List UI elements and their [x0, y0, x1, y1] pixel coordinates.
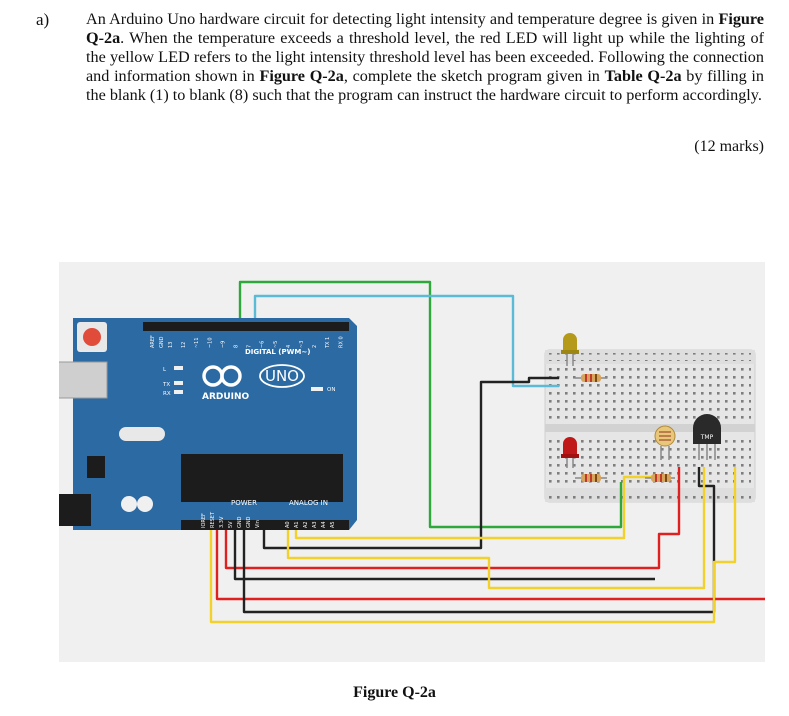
pin-label: A0: [285, 521, 291, 528]
arduino-logo: [202, 365, 242, 387]
power-label: POWER: [231, 499, 257, 507]
pin-label: 2: [312, 345, 318, 348]
l-label: L: [163, 367, 167, 373]
pin-label: Vin: [255, 520, 261, 528]
pin-label: GND: [237, 516, 243, 528]
question-label: a): [36, 10, 50, 29]
yellow-led: [561, 333, 579, 366]
arduino-board: UNO ARDUINO DIGITAL (PWM~) POWER ANALOG …: [59, 318, 357, 530]
circuit-figure: UNO ARDUINO DIGITAL (PWM~) POWER ANALOG …: [59, 262, 765, 662]
pin-label: ~9: [220, 341, 226, 348]
pin-label: 5V: [228, 521, 234, 528]
pin-label: A3: [312, 521, 318, 528]
pin-label: 13: [168, 342, 174, 348]
resistor: [575, 374, 607, 382]
gnd-label: GND: [159, 336, 165, 348]
digital-pin-labels: 13 12 ~11 ~10 ~9 8 7 ~6 ~5 4 ~3 2 TX 1 RX 0: [168, 336, 344, 349]
pin-label: IOREF: [201, 513, 207, 528]
question-text-part4: by filling in the blank (1) to blank (8)…: [86, 67, 764, 104]
resistor: [575, 474, 607, 482]
marks-allocation: (12 marks): [694, 138, 764, 155]
digital-label: DIGITAL (PWM~): [245, 348, 310, 356]
pin-label: 8: [234, 345, 240, 348]
pin-label: GND: [246, 516, 252, 528]
pin-label: ~5: [273, 341, 279, 348]
board-brand: ARDUINO: [202, 392, 250, 402]
wire-yellow-2: [294, 475, 659, 540]
pin-label: RX 0: [338, 336, 344, 348]
question-text: An Arduino Uno hardware circuit for dete…: [86, 10, 764, 105]
aref-label: AREF: [150, 335, 156, 348]
wire-yellow: [286, 467, 706, 590]
pin-label: 4: [286, 345, 292, 348]
pin-label: A2: [303, 521, 309, 528]
analog-label: ANALOG IN: [289, 499, 328, 507]
pin-label: TX 1: [325, 337, 331, 349]
pin-label: 7: [247, 345, 253, 348]
uno-badge: [259, 364, 305, 388]
pin-label: 12: [181, 342, 187, 348]
figure-reference: Figure Q-2a: [86, 10, 764, 47]
wire-red: [215, 530, 765, 601]
wire-black-2: [233, 530, 655, 581]
pin-label: RESET: [210, 511, 216, 528]
on-label: ON: [327, 387, 335, 393]
sensor-label: TMP: [700, 434, 714, 441]
pin-label: ~6: [260, 341, 266, 348]
pin-label: ~3: [299, 341, 305, 348]
table-reference: Table Q-2a: [604, 67, 682, 85]
circuit-diagram: UNO ARDUINO DIGITAL (PWM~) POWER ANALOG …: [59, 280, 765, 624]
pin-label: A4: [321, 521, 327, 528]
rx-label: RX: [163, 391, 171, 397]
tx-label: TX: [162, 382, 170, 388]
figure-reference: Figure Q-2a: [259, 67, 344, 85]
pin-label: A1: [294, 521, 300, 528]
question-text-part1: An Arduino Uno hardware circuit for dete…: [86, 10, 719, 28]
pin-label: ~11: [194, 337, 200, 348]
question-text-part2: . When the temperature exceeds a thresho…: [86, 29, 764, 85]
board-model: UNO: [265, 367, 299, 385]
photoresistor: [654, 425, 676, 460]
temperature-sensor: TMP: [693, 414, 721, 460]
figure-caption: Figure Q-2a: [353, 684, 436, 701]
pin-label: 3.3V: [219, 516, 225, 528]
wire-green: [238, 280, 623, 529]
wire-black: [262, 376, 559, 550]
question-text-part3: , complete the sketch program given in: [343, 67, 605, 85]
resistor: [645, 474, 675, 482]
breadboard: [544, 349, 756, 503]
pin-label: ~10: [207, 337, 213, 348]
pin-label: A5: [330, 521, 336, 528]
wire-cyan: [253, 294, 559, 388]
wire-black-3: [242, 467, 716, 614]
wire-yellow-3: [209, 467, 737, 624]
wire-red-2: [224, 467, 681, 570]
red-led: [561, 437, 579, 468]
